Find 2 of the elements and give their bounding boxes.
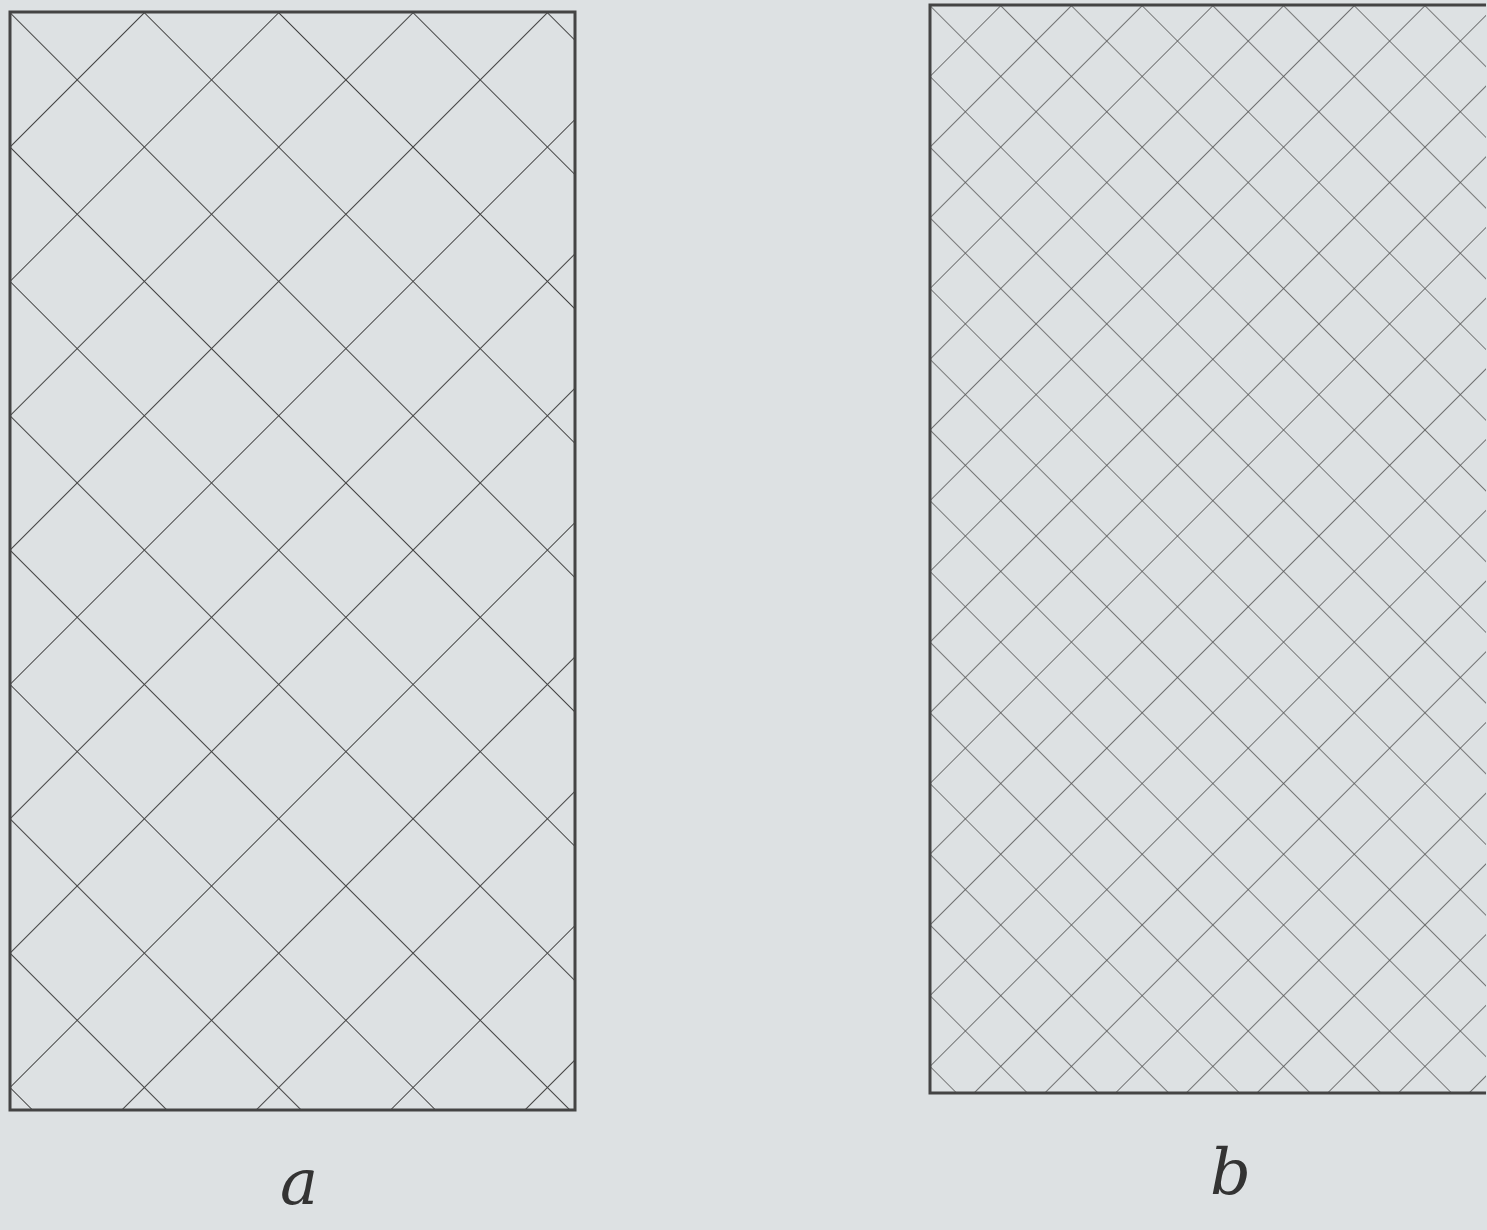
panel-label: b (1210, 1140, 1251, 1204)
panel-label: a (280, 1150, 319, 1214)
